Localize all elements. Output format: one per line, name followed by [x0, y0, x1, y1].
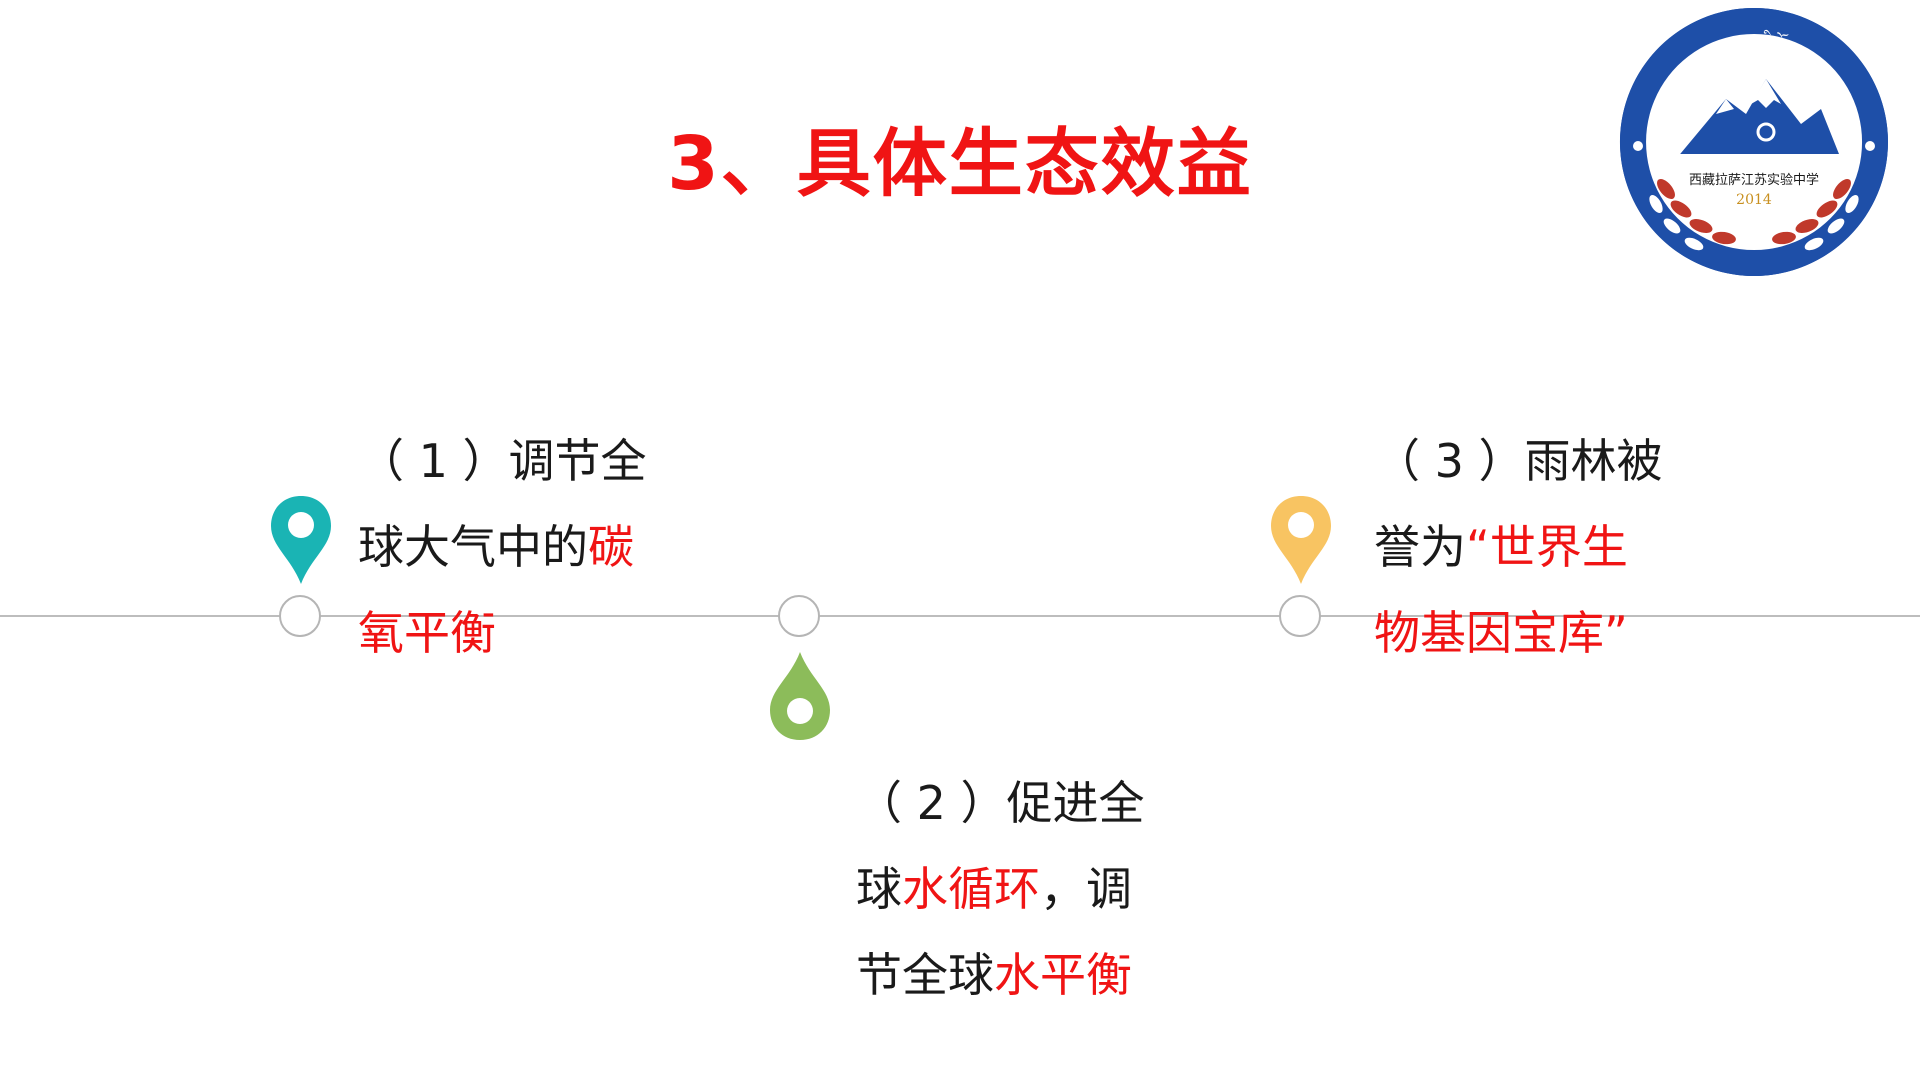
benefit-3-line-3: 物基因宝库”	[1374, 606, 1628, 660]
timeline-line	[0, 615, 1920, 617]
benefit-3-line-1: （ 3 ）雨林被	[1374, 434, 1663, 488]
timeline-node-2	[778, 595, 820, 637]
benefit-2-line-2: 球水循环，调	[856, 862, 1132, 916]
benefit-item-3: （ 3 ）雨林被 誉为“世界生 物基因宝库”	[1374, 418, 1663, 676]
school-logo: ལྷ་ས་འཇང་སུའི་སློབ་གྲྭ། 西藏拉萨江苏实验中学 2014	[1619, 8, 1888, 276]
benefit-item-2: （ 2 ）促进全 球水循环，调 节全球水平衡	[856, 760, 1145, 1018]
logo-year: 2014	[1736, 192, 1772, 208]
page-title: 3、具体生态效益	[667, 121, 1253, 207]
teal-map-pin-icon	[271, 496, 331, 584]
benefit-1-line-2: 球大气中的碳	[358, 520, 634, 574]
benefit-2-line-3: 节全球水平衡	[856, 948, 1132, 1002]
timeline-node-3	[1279, 595, 1321, 637]
benefit-3-line-2: 誉为“世界生	[1374, 520, 1628, 574]
yellow-map-pin-icon	[1271, 496, 1331, 584]
logo-school-name: 西藏拉萨江苏实验中学	[1689, 172, 1819, 188]
benefit-2-line-1: （ 2 ）促进全	[856, 776, 1145, 830]
benefit-item-1: （ 1 ）调节全 球大气中的碳 氧平衡	[358, 418, 647, 676]
green-drop-pin-icon	[770, 652, 830, 740]
benefit-1-line-1: （ 1 ）调节全	[358, 434, 647, 488]
timeline-node-1	[279, 595, 321, 637]
benefit-1-line-3: 氧平衡	[358, 606, 496, 660]
